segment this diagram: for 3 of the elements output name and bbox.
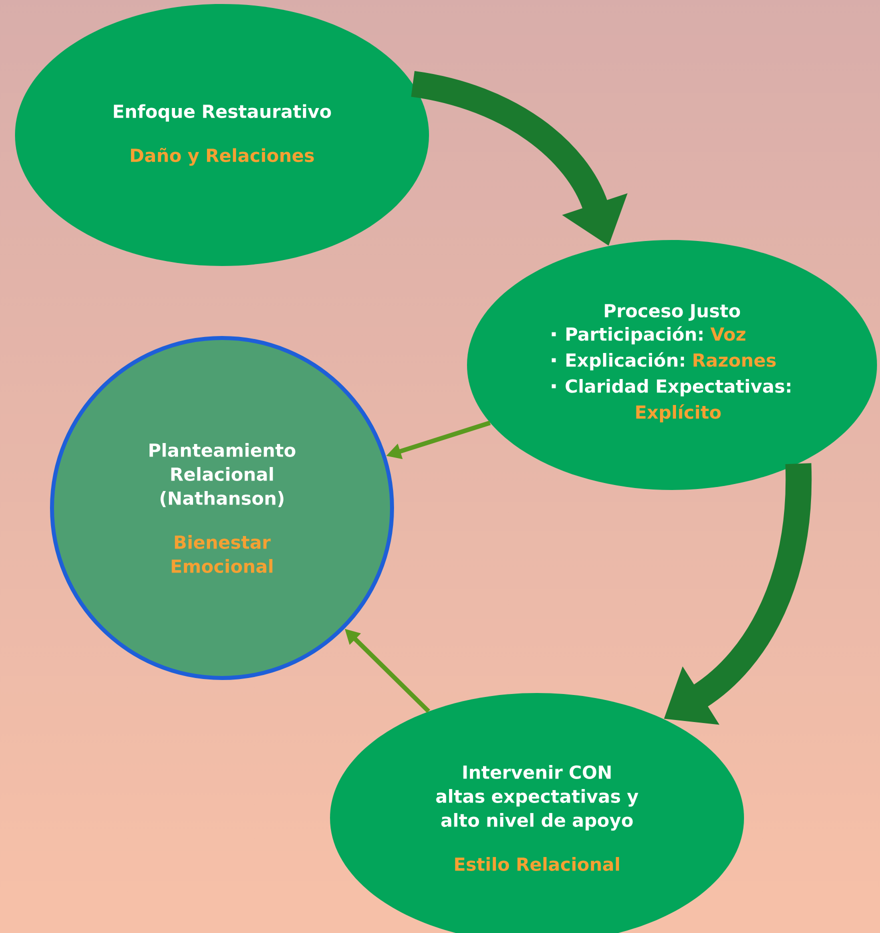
ellipse-node: Enfoque Restaurativo Daño y Relaciones xyxy=(15,4,429,266)
ellipse-node: Proceso Justo Participación: Voz Explicación: Razones Claridad Expectativas: Explícito xyxy=(467,240,878,490)
circle-node: Planteamiento Relacional (Nathanson) Bienestar Emocional xyxy=(50,336,394,680)
